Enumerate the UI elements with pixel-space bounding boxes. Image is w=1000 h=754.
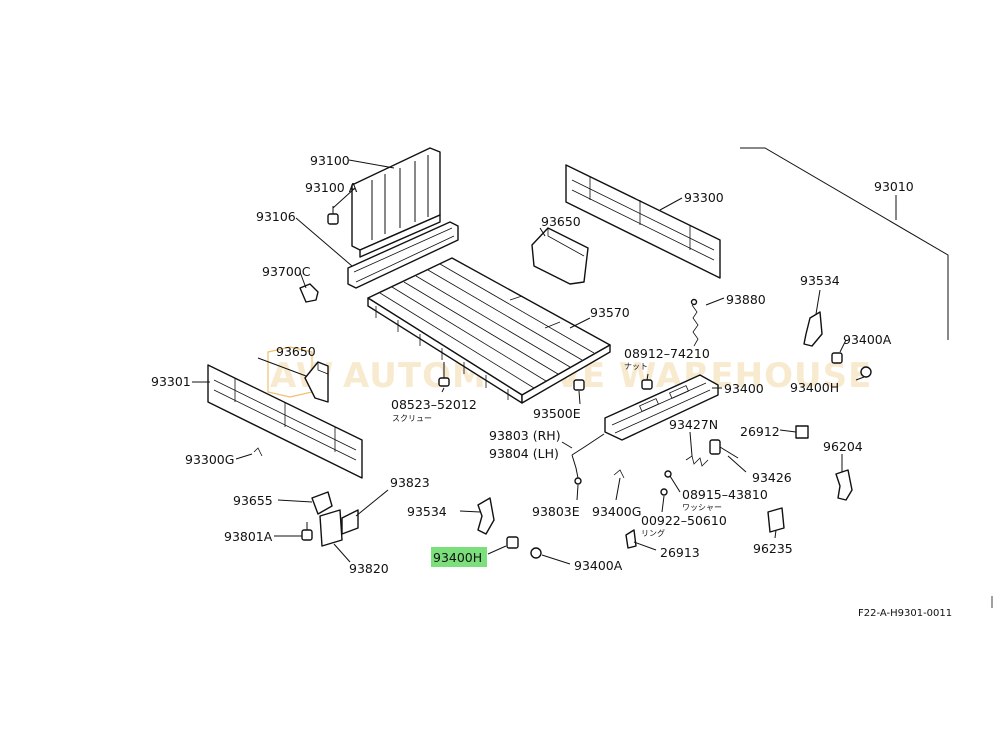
bolt-93801A-icon bbox=[301, 522, 313, 541]
label-93400A-bottom[interactable]: 93400A bbox=[574, 558, 623, 573]
label-26913[interactable]: 26913 bbox=[660, 545, 700, 560]
label-93801A[interactable]: 93801A bbox=[224, 529, 273, 544]
bracket-icon bbox=[835, 469, 853, 501]
label-93400[interactable]: 93400 bbox=[724, 381, 764, 396]
tail-gate-rod-icon bbox=[571, 433, 605, 485]
label-93400A-right[interactable]: 93400A bbox=[843, 332, 892, 347]
label-93100[interactable]: 93100 bbox=[310, 153, 350, 168]
spring-icon bbox=[685, 455, 709, 467]
bolt-right-icon bbox=[860, 366, 872, 378]
label-93106[interactable]: 93106 bbox=[256, 209, 296, 224]
clip-26913-icon bbox=[625, 529, 637, 549]
label-93426[interactable]: 93426 bbox=[752, 470, 792, 485]
side-gate-icon bbox=[565, 164, 721, 279]
label-08915-jp: ワッシャー bbox=[682, 503, 722, 512]
ring-icon bbox=[660, 488, 668, 496]
bolt-icon bbox=[327, 206, 339, 225]
label-08523-jp: スクリュー bbox=[392, 414, 432, 423]
label-93400H-highlighted[interactable]: 93400H bbox=[433, 550, 482, 565]
chain-icon bbox=[690, 298, 699, 347]
tail-gate-icon bbox=[604, 374, 719, 441]
hook-93300G-icon bbox=[253, 447, 263, 457]
label-93301[interactable]: 93301 bbox=[151, 374, 191, 389]
label-93300G[interactable]: 93300G bbox=[185, 452, 234, 467]
label-93823[interactable]: 93823 bbox=[390, 475, 430, 490]
label-96235[interactable]: 96235 bbox=[753, 541, 793, 556]
watermark: AW AUTOMOTIVE WAREHOUSE bbox=[267, 346, 872, 398]
nut-icon bbox=[641, 379, 653, 390]
clip-26912-icon bbox=[795, 425, 809, 439]
rubber-stopper-icon bbox=[573, 379, 585, 391]
bracket-93823-icon bbox=[341, 509, 359, 535]
label-26912[interactable]: 26912 bbox=[740, 424, 780, 439]
pin-icon bbox=[709, 439, 739, 459]
label-00922[interactable]: 00922–50610 bbox=[641, 513, 727, 528]
label-93880[interactable]: 93880 bbox=[726, 292, 766, 307]
label-00922-jp: リング bbox=[641, 528, 665, 538]
stopper-highlighted-icon bbox=[506, 536, 519, 549]
label-93804[interactable]: 93804 (LH) bbox=[489, 446, 559, 461]
label-96204[interactable]: 96204 bbox=[823, 439, 863, 454]
bed-floor-icon bbox=[367, 257, 611, 404]
hook-icon bbox=[613, 469, 625, 479]
highlight-box bbox=[431, 547, 487, 567]
label-93400H-right[interactable]: 93400H bbox=[790, 380, 839, 395]
part-labels: 93100 93100 A 93106 93700C 93650 93300 9… bbox=[151, 153, 952, 619]
wheel-house-icon bbox=[304, 227, 589, 403]
label-93803[interactable]: 93803 (RH) bbox=[489, 428, 561, 443]
plate-93655-icon bbox=[311, 491, 333, 515]
clip-icon bbox=[299, 283, 319, 303]
label-93500E[interactable]: 93500E bbox=[533, 406, 581, 421]
label-08912[interactable]: 08912–74210 bbox=[624, 346, 710, 361]
side-gate-left-icon bbox=[207, 364, 363, 479]
plate-93820-icon bbox=[319, 509, 343, 547]
label-93655[interactable]: 93655 bbox=[233, 493, 273, 508]
hinge-icon bbox=[803, 311, 823, 347]
label-93803E[interactable]: 93803E bbox=[532, 504, 580, 519]
label-93300[interactable]: 93300 bbox=[684, 190, 724, 205]
leader-lines bbox=[192, 159, 865, 565]
rear-header-panel-icon bbox=[347, 147, 459, 289]
hinge-left-icon bbox=[477, 497, 495, 535]
label-93700C[interactable]: 93700C bbox=[262, 264, 311, 279]
label-93534-right[interactable]: 93534 bbox=[800, 273, 840, 288]
label-93534-left[interactable]: 93534 bbox=[407, 504, 447, 519]
label-93100A[interactable]: 93100 A bbox=[305, 180, 358, 195]
label-93650-left[interactable]: 93650 bbox=[276, 344, 316, 359]
label-08912-jp: ナット bbox=[624, 362, 648, 371]
plate-icon bbox=[767, 507, 785, 533]
fasteners bbox=[253, 206, 872, 559]
diagram-code: F22-A-H9301-0011 bbox=[858, 608, 952, 619]
bolt-bottom-icon bbox=[530, 547, 542, 559]
label-93010[interactable]: 93010 bbox=[874, 179, 914, 194]
label-93650-top[interactable]: 93650 bbox=[541, 214, 581, 229]
watermark-text: AUTOMOTIVE WAREHOUSE bbox=[343, 356, 872, 396]
label-08915[interactable]: 08915–43810 bbox=[682, 487, 768, 502]
label-93820[interactable]: 93820 bbox=[349, 561, 389, 576]
label-93427N[interactable]: 93427N bbox=[669, 417, 718, 432]
washer-icon bbox=[664, 470, 672, 478]
screw-icon bbox=[438, 362, 450, 387]
label-08523[interactable]: 08523–52012 bbox=[391, 397, 477, 412]
assembly-bracket-93010 bbox=[740, 147, 949, 340]
stopper-right-icon bbox=[831, 352, 843, 364]
label-93570[interactable]: 93570 bbox=[590, 305, 630, 320]
label-93400G[interactable]: 93400G bbox=[592, 504, 641, 519]
